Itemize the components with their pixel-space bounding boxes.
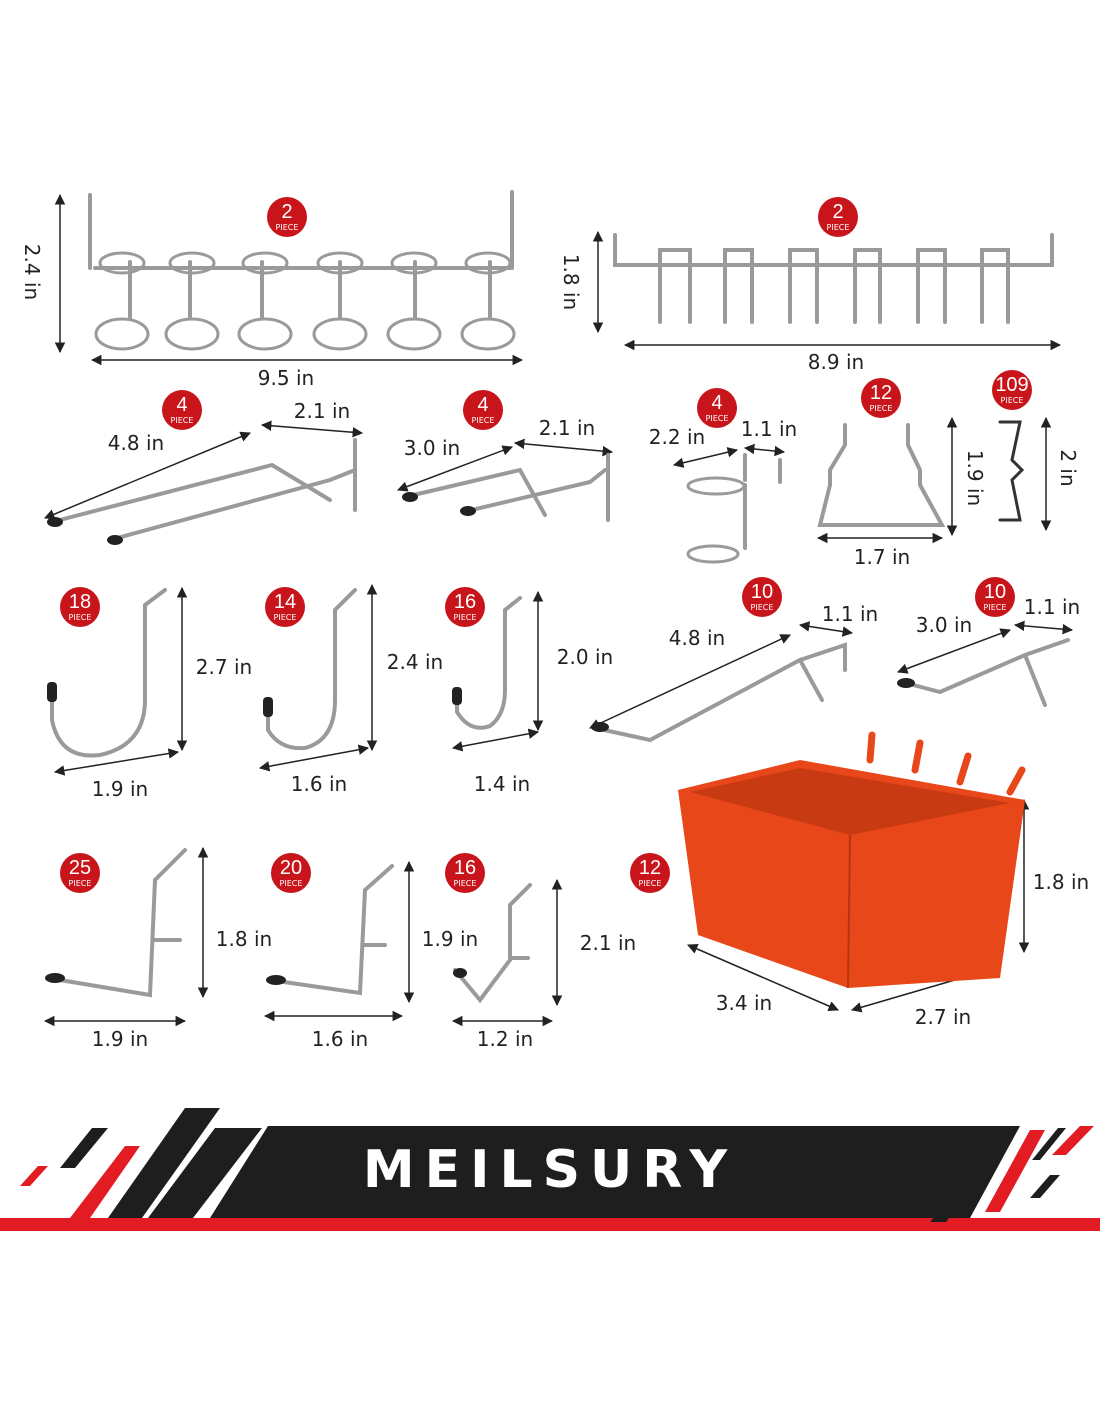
dimension-label: 1.8 in	[215, 927, 273, 951]
dimension-label: 1.6 in	[311, 1027, 369, 1051]
medium-j-hook-shape	[266, 588, 357, 751]
dimension-label: 2.7 in	[195, 655, 253, 679]
dimension-label: 8.9 in	[807, 350, 865, 374]
shelf-rings-shape	[88, 190, 514, 320]
dimension-label: 1.1 in	[821, 602, 879, 626]
double-short-hook-shape	[403, 453, 610, 522]
dimension-label: 1.8 in	[559, 253, 583, 311]
bracket-hook-shape	[817, 423, 946, 527]
dimension-label: 9.5 in	[257, 366, 315, 390]
dimension-arrows	[43, 193, 1074, 1027]
dimension-label: 1.8 in	[1032, 870, 1090, 894]
dimension-label: 2.0 in	[556, 645, 614, 669]
dimension-label: 1.9 in	[91, 1027, 149, 1051]
locking-clip-shape	[998, 420, 1025, 522]
dimension-label: 2.7 in	[914, 1005, 972, 1029]
rings	[94, 251, 516, 351]
medium-l-hook-shape	[268, 864, 394, 996]
dimension-label: 2.1 in	[538, 416, 596, 440]
dimension-label: 1.7 in	[853, 545, 911, 569]
dimension-label: 2.4 in	[386, 650, 444, 674]
dimension-label: 3.0 in	[915, 613, 973, 637]
dimension-label: 1.1 in	[1023, 595, 1081, 619]
brand-logo-text: MEILSURY	[362, 1140, 738, 1200]
small-angled-hook-shape	[453, 883, 532, 1004]
dimension-label: 2.2 in	[648, 425, 706, 449]
screwdriver-rack-shape	[613, 233, 1054, 324]
short-straight-hook-shape	[900, 638, 1070, 707]
metal-hooks	[46, 190, 1070, 1004]
dimension-label: 1.4 in	[473, 772, 531, 796]
dimension-label: 1.2 in	[476, 1027, 534, 1051]
double-long-hook-shape	[50, 438, 357, 542]
rubber-tips	[45, 492, 915, 985]
storage-bin-shape	[678, 731, 1026, 989]
large-l-hook-shape	[46, 848, 187, 998]
ring-holder-shape	[743, 453, 782, 550]
dimension-label: 3.0 in	[403, 436, 461, 460]
dimension-label: 2 in	[1056, 449, 1080, 487]
dimension-label: 2.4 in	[20, 243, 44, 301]
dimension-label: 1.6 in	[290, 772, 348, 796]
dimension-label: 4.8 in	[107, 431, 165, 455]
large-j-hook-shape	[50, 588, 167, 758]
dimension-label: 2.1 in	[293, 399, 351, 423]
dimension-label: 3.4 in	[715, 991, 773, 1015]
dimension-label: 1.1 in	[740, 417, 798, 441]
dimension-label: 1.9 in	[421, 927, 479, 951]
dimension-label: 1.9 in	[963, 449, 987, 507]
dimension-label: 1.9 in	[91, 777, 149, 801]
long-straight-hook-shape	[593, 642, 847, 743]
dimension-label: 2.1 in	[579, 931, 637, 955]
brand-banner	[0, 1108, 1100, 1231]
small-j-hook-shape	[455, 596, 522, 730]
dimension-label: 4.8 in	[668, 626, 726, 650]
